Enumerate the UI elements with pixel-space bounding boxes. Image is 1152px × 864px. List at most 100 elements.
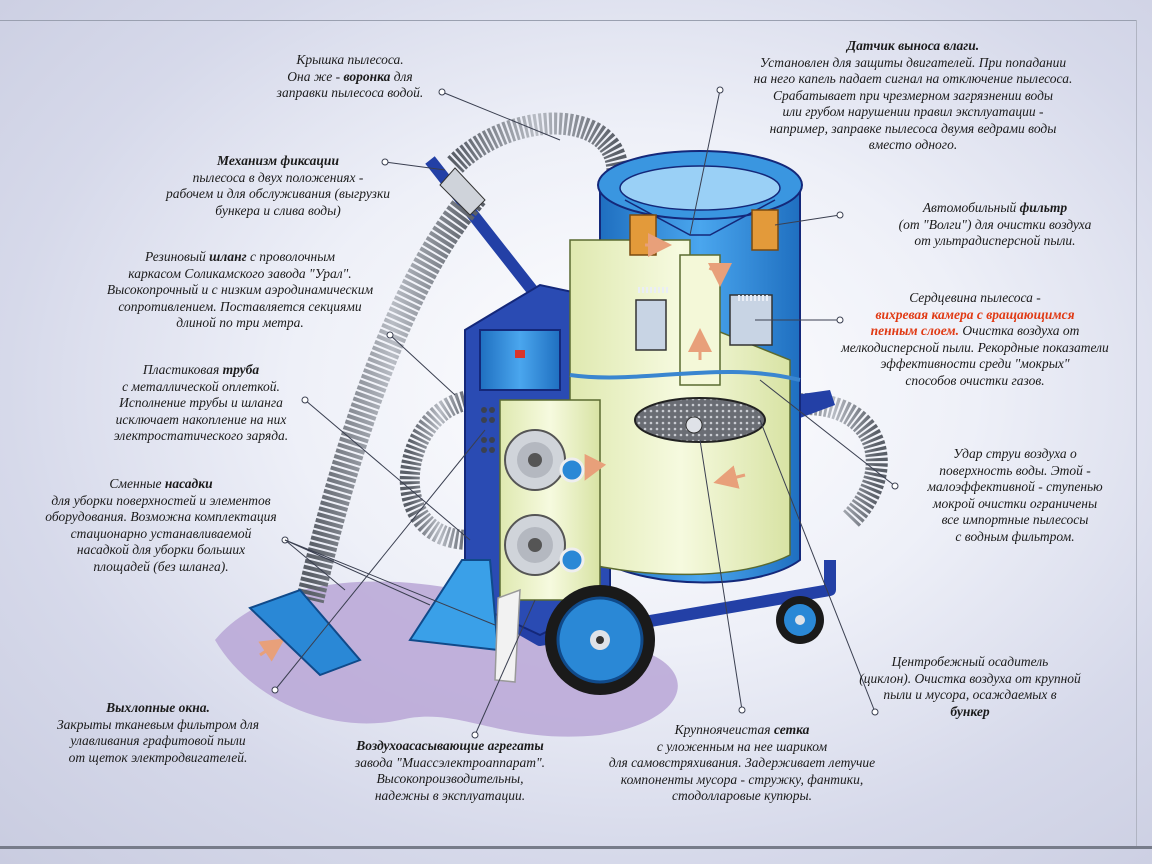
annotation-line: например, заправке пылесоса двумя ведрам…	[769, 120, 1057, 136]
annotation-line: для уборки поверхностей и элементов	[51, 492, 271, 508]
frame-right-rule	[1136, 20, 1137, 846]
annotation-line: вместо одного.	[868, 137, 958, 152]
annotation-line: мокрой очистки ограничены	[932, 495, 1098, 511]
annotation-line: Срабатывает при чрезмерном загрязнении в…	[772, 87, 1054, 103]
annotation-line: стодолларовые купюры.	[672, 788, 812, 803]
annotation-line: Исполнение трубы и шланга	[119, 395, 283, 410]
annotation-line: пылесоса в двух положениях -	[192, 169, 364, 185]
frame-top-rule	[0, 20, 1136, 21]
annotation-line: пыли и мусора, осаждаемых в	[883, 687, 1057, 702]
main-hose	[296, 185, 486, 604]
water-surface	[569, 369, 801, 382]
annotation-car-filter: Автомобильный фильтр(от "Волги") для очи…	[860, 200, 1130, 250]
annotation-line: завода "Миассэлектроаппарат".	[354, 754, 546, 770]
annotation-line: компоненты мусора - стружку, фантики,	[620, 771, 864, 787]
top-hose	[447, 112, 629, 210]
annotation-line: поверхность воды. Этой -	[939, 462, 1091, 478]
annotation-moisture-sensor: Датчик выноса влаги.Установлен для защит…	[728, 38, 1098, 154]
annotation-line: Сердцевина пылесоса -	[909, 290, 1041, 305]
annotation-line: каркасом Соликамского завода "Урал".	[128, 265, 352, 281]
annotation-line: способов очистки газов.	[905, 372, 1045, 388]
annotation-line: надежны в эксплуатации.	[374, 787, 526, 803]
car-filter-left	[629, 214, 657, 256]
blower-inlet-upper	[559, 457, 585, 483]
annotation-line: Резиновый шланг с проволочным	[144, 249, 335, 264]
central-tube	[679, 254, 721, 386]
annotation-line: Закрыты тканевым фильтром для	[57, 716, 259, 732]
annotation-line: насадкой для уборки больших	[76, 542, 246, 557]
blower-lower	[504, 514, 566, 576]
annotation-line: заправки пылесоса водой.	[276, 85, 424, 100]
annotation-line: с уложенным на нее шариком	[656, 738, 828, 754]
annotation-line: площадей (без шланга).	[93, 558, 229, 574]
annotation-exhaust-windows: Выхлопные окна.Закрыты тканевым фильтром…	[42, 700, 274, 766]
annotation-line: Удар струи воздуха о	[953, 446, 1077, 461]
power-switch	[515, 350, 525, 358]
annotation-line: Сменные насадки	[109, 476, 213, 491]
leader-lines	[271, 86, 899, 739]
annotation-line: Механизм фиксации	[217, 153, 339, 168]
annotation-line: оборудования. Возможна комплектация	[45, 509, 277, 524]
annotation-line: с водным фильтром.	[955, 528, 1075, 544]
annotation-line: Воздухоасасывающие агрегаты	[356, 738, 544, 753]
back-hose	[399, 390, 473, 550]
annotation-line: Пластиковая труба	[142, 362, 260, 377]
annotation-line: Датчик выноса влаги.	[846, 38, 980, 53]
annotation-line: (от "Волги") для очистки воздуха	[898, 216, 1092, 232]
annotation-line: мелкодисперсной пыли. Рекордные показате…	[841, 339, 1109, 355]
annotation-line: Высокопрочный и с низким аэродинамически…	[106, 282, 374, 297]
annotation-line: бункера и слива воды)	[215, 202, 341, 218]
annotation-line: с металлической оплеткой.	[122, 378, 280, 394]
annotation-line: (циклон). Очистка воздуха от крупной	[859, 670, 1081, 686]
annotation-line: бункер	[950, 703, 990, 719]
hose-connector	[439, 167, 486, 216]
mesh-ball	[685, 416, 703, 434]
annotation-line: все импортные пылесосы	[941, 512, 1089, 527]
car-filter-right	[751, 209, 779, 251]
annotation-line: улавливания графитовой пыли	[70, 733, 246, 748]
wheel-small	[776, 596, 824, 644]
annotation-vortex-core: Сердцевина пылесоса -вихревая камера с в…	[815, 290, 1135, 389]
annotation-line: пенным слоем. Очистка воздуха от	[870, 323, 1080, 338]
annotation-line: для самовстряхивания. Задерживает летучи…	[608, 755, 876, 770]
annotation-line: электростатического заряда.	[113, 428, 289, 443]
airflow-arrows	[258, 233, 746, 662]
annotation-line: Установлен для защиты двигателей. При по…	[759, 54, 1067, 70]
funnel-cone	[624, 199, 776, 236]
control-box	[479, 329, 561, 391]
annotation-line: Высокопроизводительны,	[376, 771, 524, 786]
vortex-chamber-left	[635, 299, 667, 351]
exhaust-elbow	[795, 390, 835, 418]
floor-nozzle	[248, 588, 362, 677]
annotation-line: длиной по три метра.	[176, 315, 304, 330]
annotation-line: или грубом нарушении правил эксплуатации…	[782, 104, 1044, 119]
annotation-line: Она же - воронка для	[287, 68, 413, 84]
annotation-line: Центробежный осадитель	[891, 654, 1049, 669]
annotation-line: вихревая камера с вращающимся	[875, 306, 1075, 322]
foam-layer	[638, 287, 770, 301]
annotation-line: Выхлопные окна.	[106, 700, 210, 715]
annotation-line: Автомобильный фильтр	[922, 200, 1068, 215]
annotation-line: стационарно устанавливаемой	[70, 525, 252, 541]
wheel-big	[545, 585, 655, 695]
annotation-line: от ультрадисперсной пыли.	[914, 233, 1076, 248]
frame-bottom-rule	[0, 846, 1152, 849]
annotation-line: Крупноячеистая сетка	[674, 722, 810, 737]
annotation-line: малоэффективной - ступенью	[927, 479, 1103, 494]
annotation-line: эффективности среди "мокрых"	[880, 356, 1070, 371]
crevice-nozzle	[494, 588, 521, 683]
annotation-line: сопротивлением. Поставляется секциями	[118, 298, 362, 314]
annotation-line: от щеток электродвигателей.	[68, 749, 248, 765]
annotation-line: рабочем и для обслуживания (выгрузки	[165, 186, 391, 201]
annotation-line: исключает накопление на них	[115, 411, 287, 427]
annotation-line: на него капель падает сигнал на отключен…	[753, 71, 1073, 86]
